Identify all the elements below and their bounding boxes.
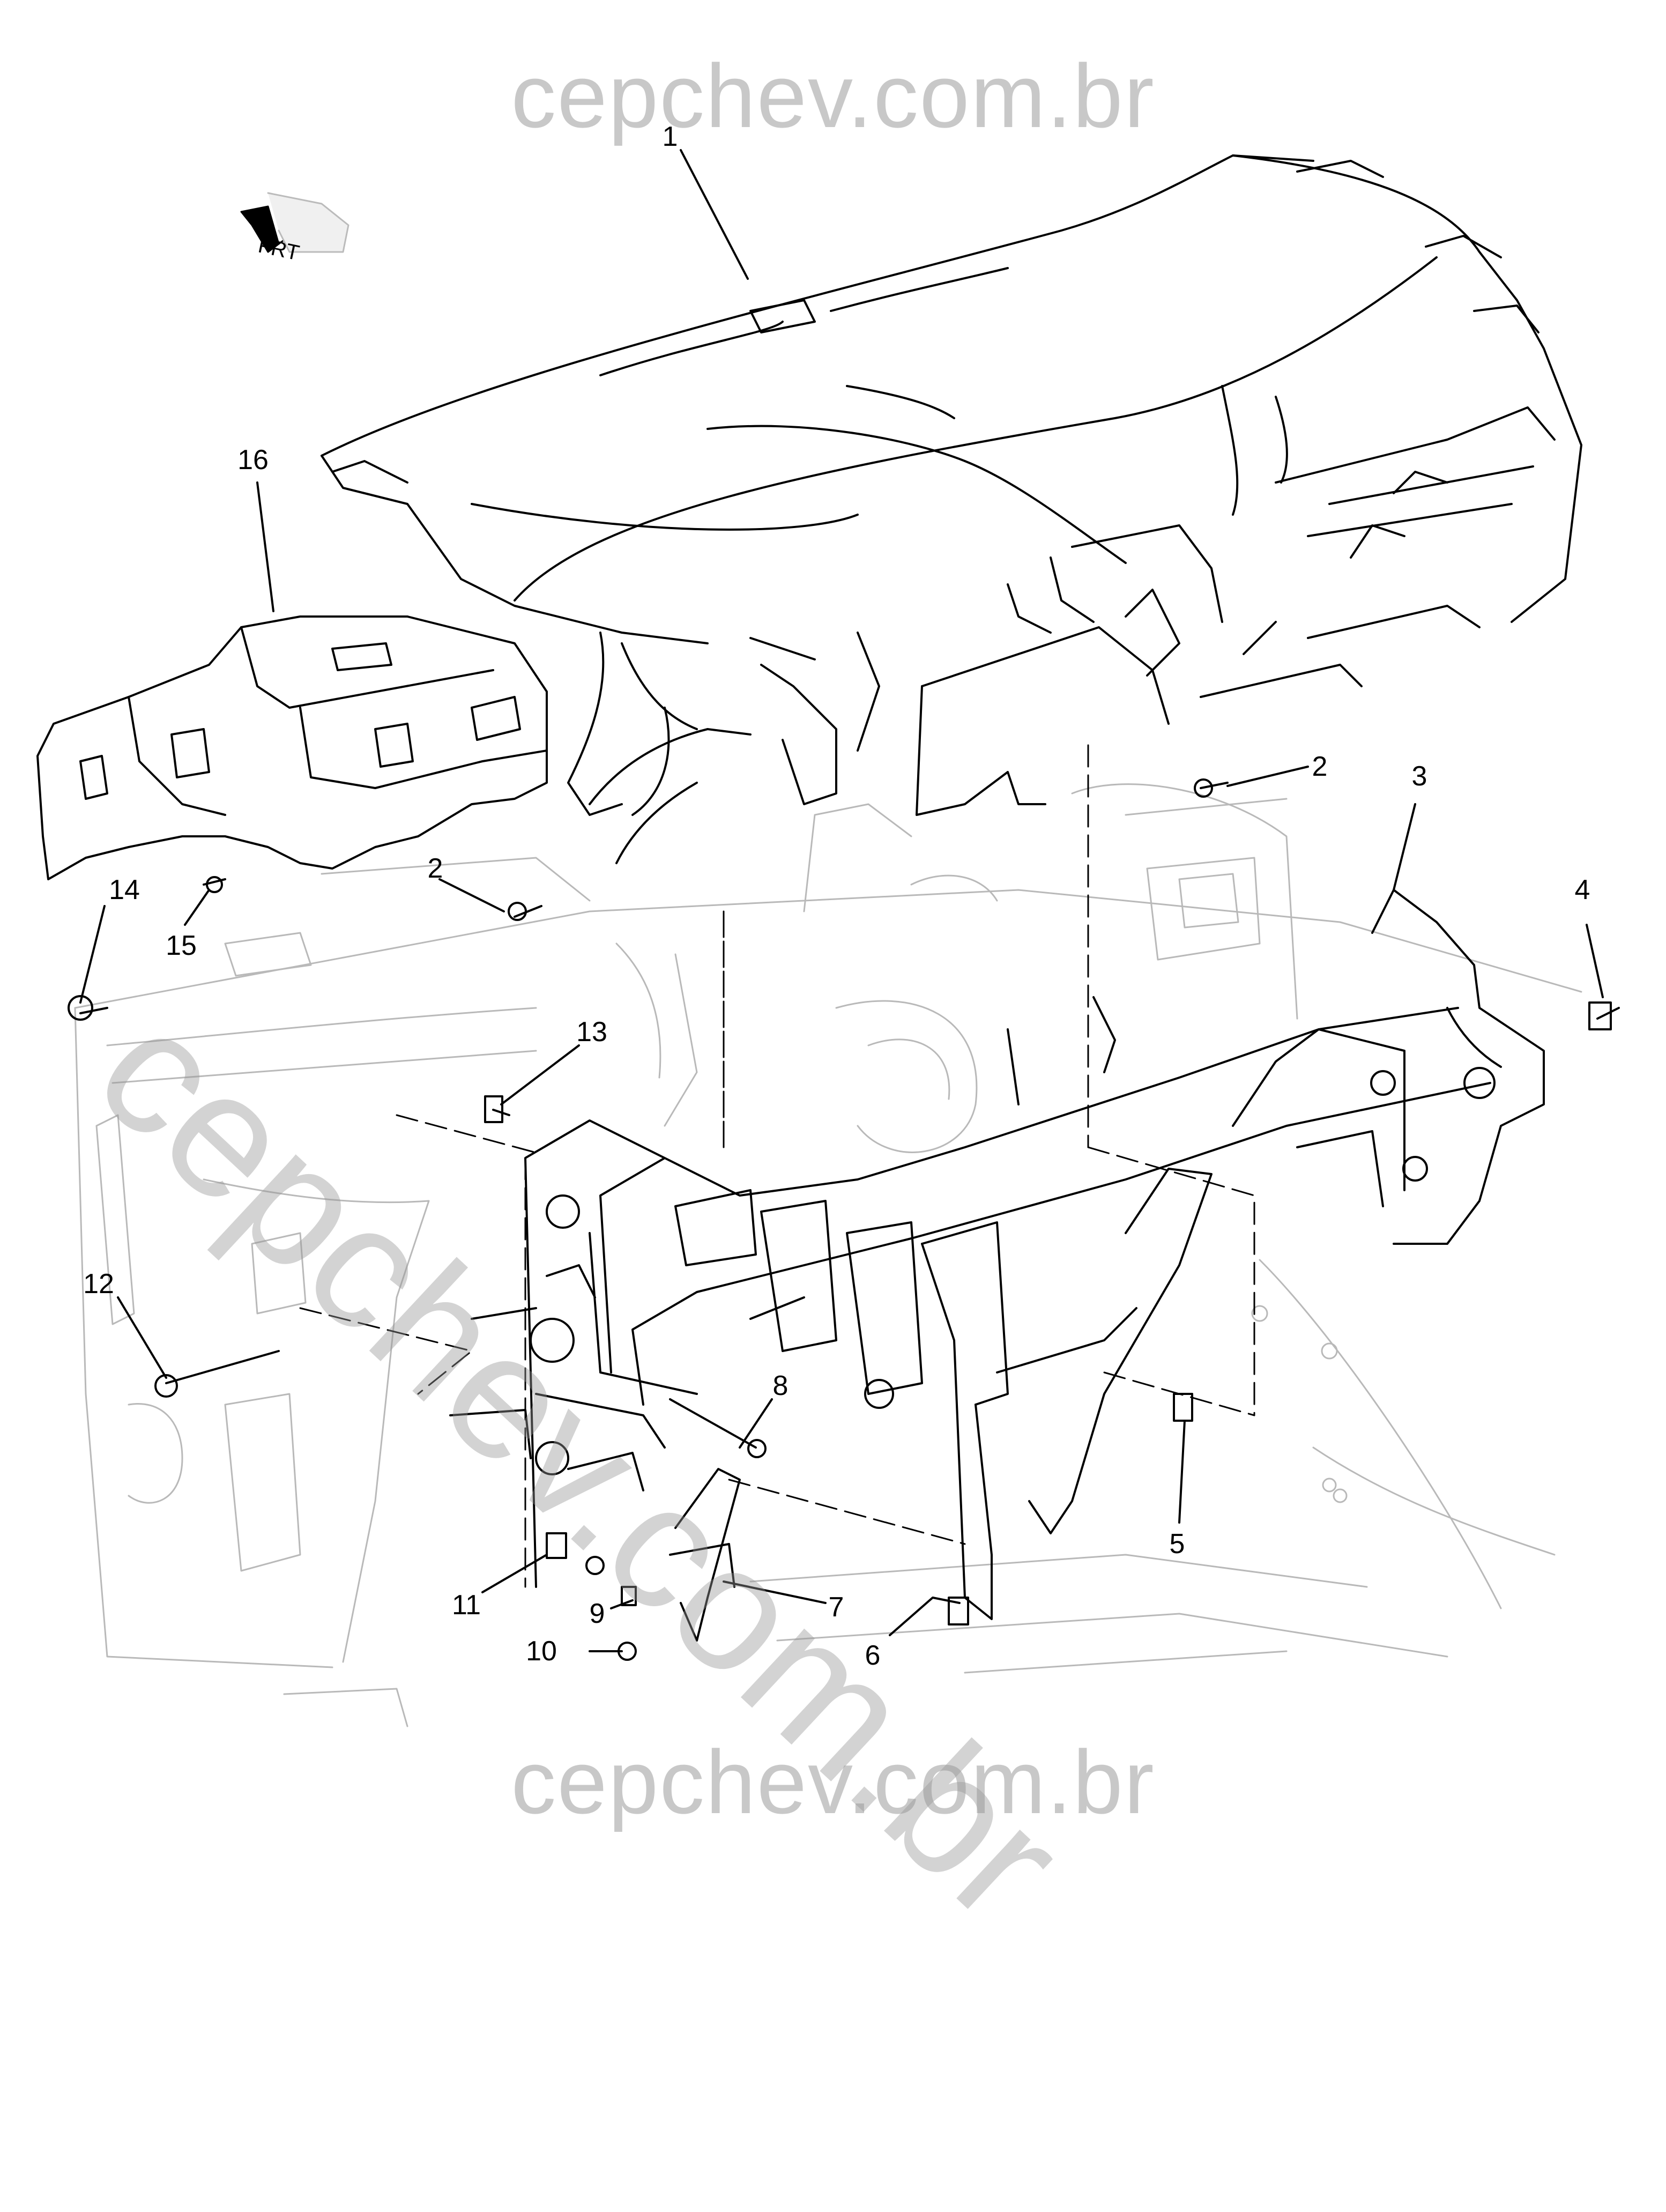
callout-2-lower: 2 xyxy=(427,853,443,884)
part-instrument-panel xyxy=(321,154,1582,864)
callout-9: 9 xyxy=(589,1598,605,1629)
callout-5: 5 xyxy=(1169,1528,1185,1560)
callout-12: 12 xyxy=(83,1268,114,1300)
callout-6: 6 xyxy=(865,1640,881,1671)
vehicle-body-background xyxy=(74,783,1582,1727)
diagram-canvas: cepchev.com.br cepchev.com.br xyxy=(36,46,1620,1957)
alignment-lines xyxy=(299,744,1255,1588)
exploded-parts-drawing xyxy=(36,149,1620,1727)
callout-15: 15 xyxy=(166,930,197,961)
callout-10: 10 xyxy=(526,1636,557,1667)
fasteners xyxy=(68,778,1620,1661)
frt-arrow-icon xyxy=(240,192,349,253)
callout-7: 7 xyxy=(828,1592,844,1623)
part-16-bracket xyxy=(36,615,548,880)
callout-14: 14 xyxy=(109,874,140,905)
callout-leaders xyxy=(79,149,1604,1652)
callout-2-upper: 2 xyxy=(1312,751,1328,782)
part-cross-car-beam xyxy=(449,889,1545,1620)
callout-13: 13 xyxy=(576,1016,607,1048)
watermark-bottom: cepchev.com.br xyxy=(511,1732,1155,1832)
callout-4: 4 xyxy=(1574,874,1590,905)
callout-11: 11 xyxy=(452,1590,481,1621)
callout-8: 8 xyxy=(772,1370,789,1401)
callout-16: 16 xyxy=(237,444,269,476)
callout-1: 1 xyxy=(662,121,678,152)
callout-3: 3 xyxy=(1411,761,1427,792)
watermark-top: cepchev.com.br xyxy=(511,46,1155,146)
